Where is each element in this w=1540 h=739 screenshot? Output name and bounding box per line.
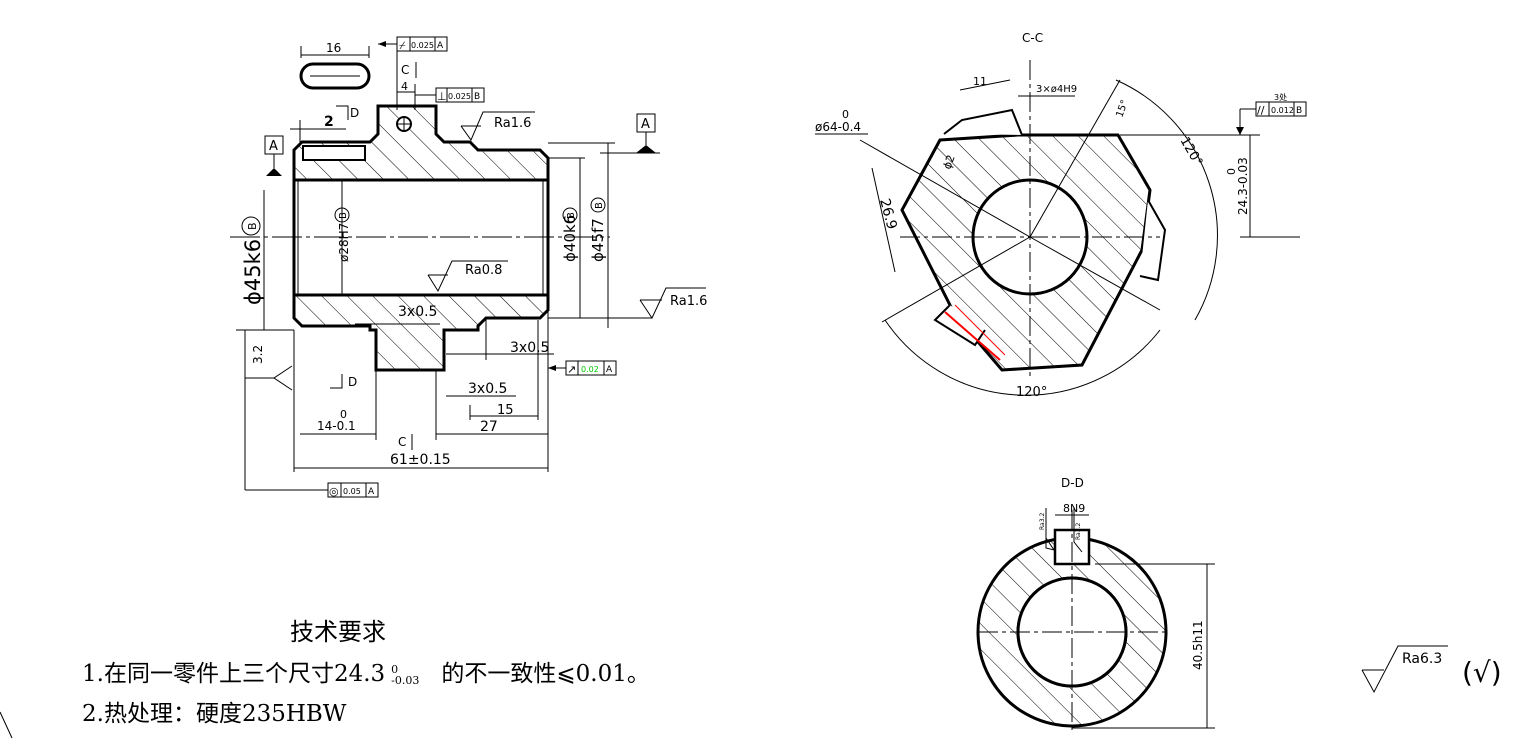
gdt-top-value: 0.025 <box>411 41 434 50</box>
dia-45f-datum: B <box>594 202 605 209</box>
gdt-runout-symbol: ↗ <box>567 363 576 376</box>
gdt-parallel-symbol: // <box>1257 104 1265 117</box>
dia-45f-label: ϕ45f7 <box>589 218 607 262</box>
ra-key-right-label: Ra3.2 <box>1075 523 1082 540</box>
ra-right-symbol: Ra1.6 <box>548 287 707 320</box>
datum-a-left-label: A <box>269 139 278 154</box>
gdt-parallel-datum: B <box>1296 106 1302 116</box>
section-cc: C-C 0 ø64-0.4 11 3×ø4H9 15° 120° 120° 26… <box>815 31 1307 400</box>
key-sketch: 16 <box>299 41 371 90</box>
note-1-tol-upper: 0 <box>391 663 399 676</box>
gdt-frame-concentric: ◎ 0.05 A <box>245 482 379 498</box>
gdt-perp-symbol: ⊥ <box>437 90 447 103</box>
section-dd-title: D-D <box>1061 476 1084 490</box>
holes-label: 3×ø4H9 <box>1036 84 1077 95</box>
datum-a-left: A <box>264 135 284 176</box>
dim-27-label: 27 <box>480 419 498 435</box>
general-surface-finish: Ra6.3 (√) <box>1361 645 1502 694</box>
dia-40-label: ϕ40k6 <box>561 215 579 262</box>
gdt-parallel-value: 0.012 <box>1271 106 1294 115</box>
dia-45k-datum: B <box>246 222 259 230</box>
angle-15-label: 15° <box>1114 99 1130 119</box>
dia-64-upper: 0 <box>842 108 849 121</box>
surface-finish-other: (√) <box>1462 656 1502 689</box>
dim-11-label: 11 <box>973 75 987 88</box>
gdt-frame-runout: ↗ 0.02 A <box>548 360 617 376</box>
dim-26-9-label: 26.9 <box>876 197 900 231</box>
dim-40-5-label: 40.5h11 <box>1191 620 1205 670</box>
dia-40-datum: B <box>566 212 577 219</box>
gdt-runout-datum: A <box>606 365 613 375</box>
ra-left-symbol: 3.2 <box>244 330 293 490</box>
note-1-tol-lower: -0.03 <box>391 674 420 687</box>
section-d-label-bottom: D <box>348 375 357 389</box>
chamfer-2-label: 2 <box>324 114 334 130</box>
section-dd: D-D 8N9 Ra3.2 Ra3.2 40.5h11 <box>976 476 1215 730</box>
gdt-concentric-value: 0.05 <box>343 487 361 496</box>
ra-key-left-label: Ra3.2 <box>1039 513 1046 530</box>
ra-top-label: Ra1.6 <box>494 116 531 131</box>
ra-bore-label: Ra0.8 <box>465 263 502 278</box>
chamfer-3-label: 3x0.5 <box>468 381 507 397</box>
dim-24-3-upper: 0 <box>1225 168 1238 175</box>
bore-datum-label: B <box>338 212 349 219</box>
note-1-tolerance: 0-0.03 <box>391 664 419 686</box>
angle-120-bottom-label: 120° <box>1016 385 1047 400</box>
dim-phi2-label: ϕ2 <box>941 153 958 171</box>
section-c-label-bottom: C <box>398 435 406 449</box>
section-c-label-top: C <box>401 63 409 77</box>
note-1-prefix: 1.在同一零件上三个尺寸24.3 <box>82 661 386 687</box>
ra-left-label: 3.2 <box>251 345 265 364</box>
datum-a-right: A <box>600 113 660 154</box>
bore-dia-label: ø28H7 <box>337 223 351 262</box>
keyway-width-label: 4 <box>401 80 408 93</box>
gdt-perp-value: 0.025 <box>448 92 471 101</box>
dim-14-upper: 0 <box>340 408 347 421</box>
key-width-label: 16 <box>326 41 341 55</box>
section-d-label-top: D <box>350 106 359 120</box>
chamfer-1-label: 3x0.5 <box>398 304 437 320</box>
gdt-frame-parallel: 3处 // 0.012 B <box>1236 92 1307 135</box>
ra-bore-symbol: Ra0.8 <box>427 260 508 293</box>
dia-64-label: ø64-0.4 <box>815 120 861 134</box>
gdt-perp-datum: B <box>474 92 480 102</box>
datum-a-right-label: A <box>641 117 650 132</box>
notes-title: 技术要求 <box>290 618 386 646</box>
chamfer-2b-label: 3x0.5 <box>510 340 549 356</box>
ra-top-symbol: Ra1.6 <box>460 111 535 142</box>
dia-45k-label: ϕ45k6 <box>241 239 265 305</box>
gdt-concentric-symbol: ◎ <box>329 485 339 498</box>
dim-15-label: 15 <box>497 403 514 418</box>
main-view: 16 ⌿ 0.025 A C 4 ⊥ 0.025 B <box>230 36 707 498</box>
section-cc-title: C-C <box>1022 31 1043 45</box>
gdt-runout-value: 0.02 <box>581 365 599 374</box>
dim-14-label: 14-0.1 <box>317 419 356 433</box>
gdt-frame-perp: ⊥ 0.025 B <box>415 87 485 103</box>
gdt-parallel-note: 3处 <box>1274 92 1287 102</box>
gdt-top-symbol: ⌿ <box>399 39 406 52</box>
note-line-2: 2.热处理：硬度235HBW <box>82 701 347 727</box>
dim-24-3-label: 24.3-0.03 <box>1236 157 1250 215</box>
angle-120-top-label: 120° <box>1177 135 1206 170</box>
gdt-top-datum: A <box>437 41 444 51</box>
ra-right-label: Ra1.6 <box>670 294 707 309</box>
note-1-suffix: 的不一致性⩽0.01。 <box>441 661 650 687</box>
gdt-concentric-datum: A <box>368 487 375 497</box>
dim-61-label: 61±0.15 <box>390 452 451 468</box>
surface-finish-value: Ra6.3 <box>1402 651 1442 667</box>
